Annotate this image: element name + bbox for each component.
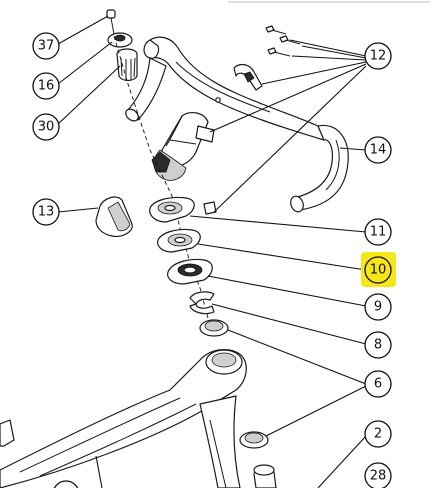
callout-16-label: 16 <box>38 79 55 94</box>
callout-8-label: 8 <box>374 338 382 353</box>
callout-13-label: 13 <box>38 205 55 220</box>
callout-30-label: 30 <box>38 120 55 135</box>
callout-12[interactable]: 12 <box>364 42 392 70</box>
callout-13[interactable]: 13 <box>32 198 60 226</box>
callout-30[interactable]: 30 <box>32 113 60 141</box>
callout-37-label: 37 <box>38 39 55 54</box>
leader-lines <box>57 15 367 488</box>
callout-2[interactable]: 2 <box>364 420 392 448</box>
callout-6[interactable]: 6 <box>364 370 392 398</box>
part-2-steerer <box>253 464 277 488</box>
part-11-spacer <box>149 196 217 223</box>
clamp-bracket <box>233 63 263 91</box>
part-6-bearing-lower <box>239 431 269 449</box>
stem <box>151 112 215 181</box>
part-10-spacer <box>157 228 201 253</box>
frame-leader-line <box>95 455 103 488</box>
callout-12-label: 12 <box>370 49 387 64</box>
part-8-split-ring <box>189 291 215 315</box>
callout-14-label: 14 <box>370 143 387 158</box>
callout-11-label: 11 <box>370 225 387 240</box>
part-12-bolts <box>265 25 301 57</box>
part-6-bearing-upper <box>199 319 229 337</box>
callout-partial-bottom <box>53 480 79 488</box>
callout-14[interactable]: 14 <box>364 136 392 164</box>
callout-9[interactable]: 9 <box>364 293 392 321</box>
part-30-compression-plug <box>116 48 138 82</box>
callout-28-label: 28 <box>370 469 387 484</box>
callout-10[interactable]: 10 <box>361 252 396 287</box>
callout-6-label: 6 <box>374 377 382 392</box>
callout-10-label: 10 <box>370 263 387 278</box>
callout-11[interactable]: 11 <box>364 218 392 246</box>
frame <box>0 349 247 488</box>
part-37-bolt <box>106 9 116 35</box>
callout-2-label: 2 <box>374 427 382 442</box>
callout-8[interactable]: 8 <box>364 331 392 359</box>
callout-28[interactable]: 28 <box>364 462 392 488</box>
part-16-top-cap <box>107 32 133 48</box>
part-9-spacer <box>167 258 213 285</box>
handlebar <box>125 36 349 213</box>
callout-16[interactable]: 16 <box>32 72 60 100</box>
callout-37[interactable]: 37 <box>32 32 60 60</box>
part-13-cover <box>95 196 133 237</box>
callout-9-label: 9 <box>374 300 382 315</box>
